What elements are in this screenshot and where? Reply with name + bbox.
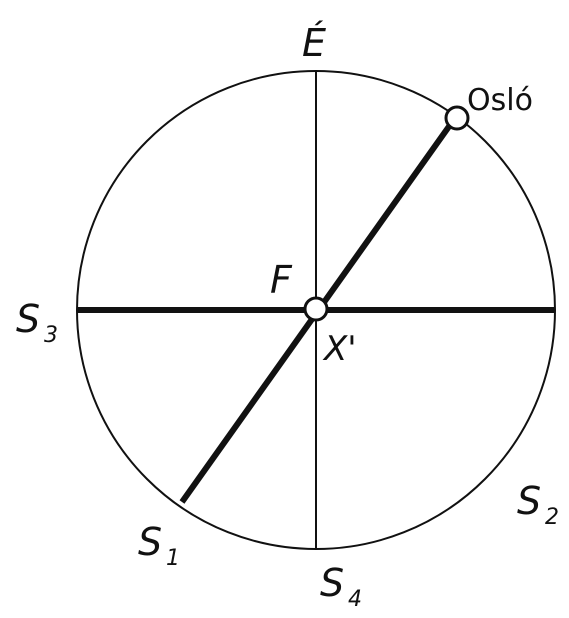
north-label: É xyxy=(302,21,326,65)
s3-label: S xyxy=(16,297,40,341)
s2-index: 2 xyxy=(545,505,559,530)
center-point-label: X' xyxy=(322,329,357,369)
s3-index: 3 xyxy=(44,323,58,348)
s4-index: 4 xyxy=(348,587,362,612)
s1-label: S xyxy=(138,520,162,564)
s2-label: S xyxy=(517,479,541,523)
center-label: F xyxy=(270,258,293,302)
center-point xyxy=(303,296,329,322)
oslo-point xyxy=(444,105,470,131)
oslo-label: Osló xyxy=(467,83,533,118)
s1-index: 1 xyxy=(166,546,180,571)
s4-label: S xyxy=(320,561,344,605)
